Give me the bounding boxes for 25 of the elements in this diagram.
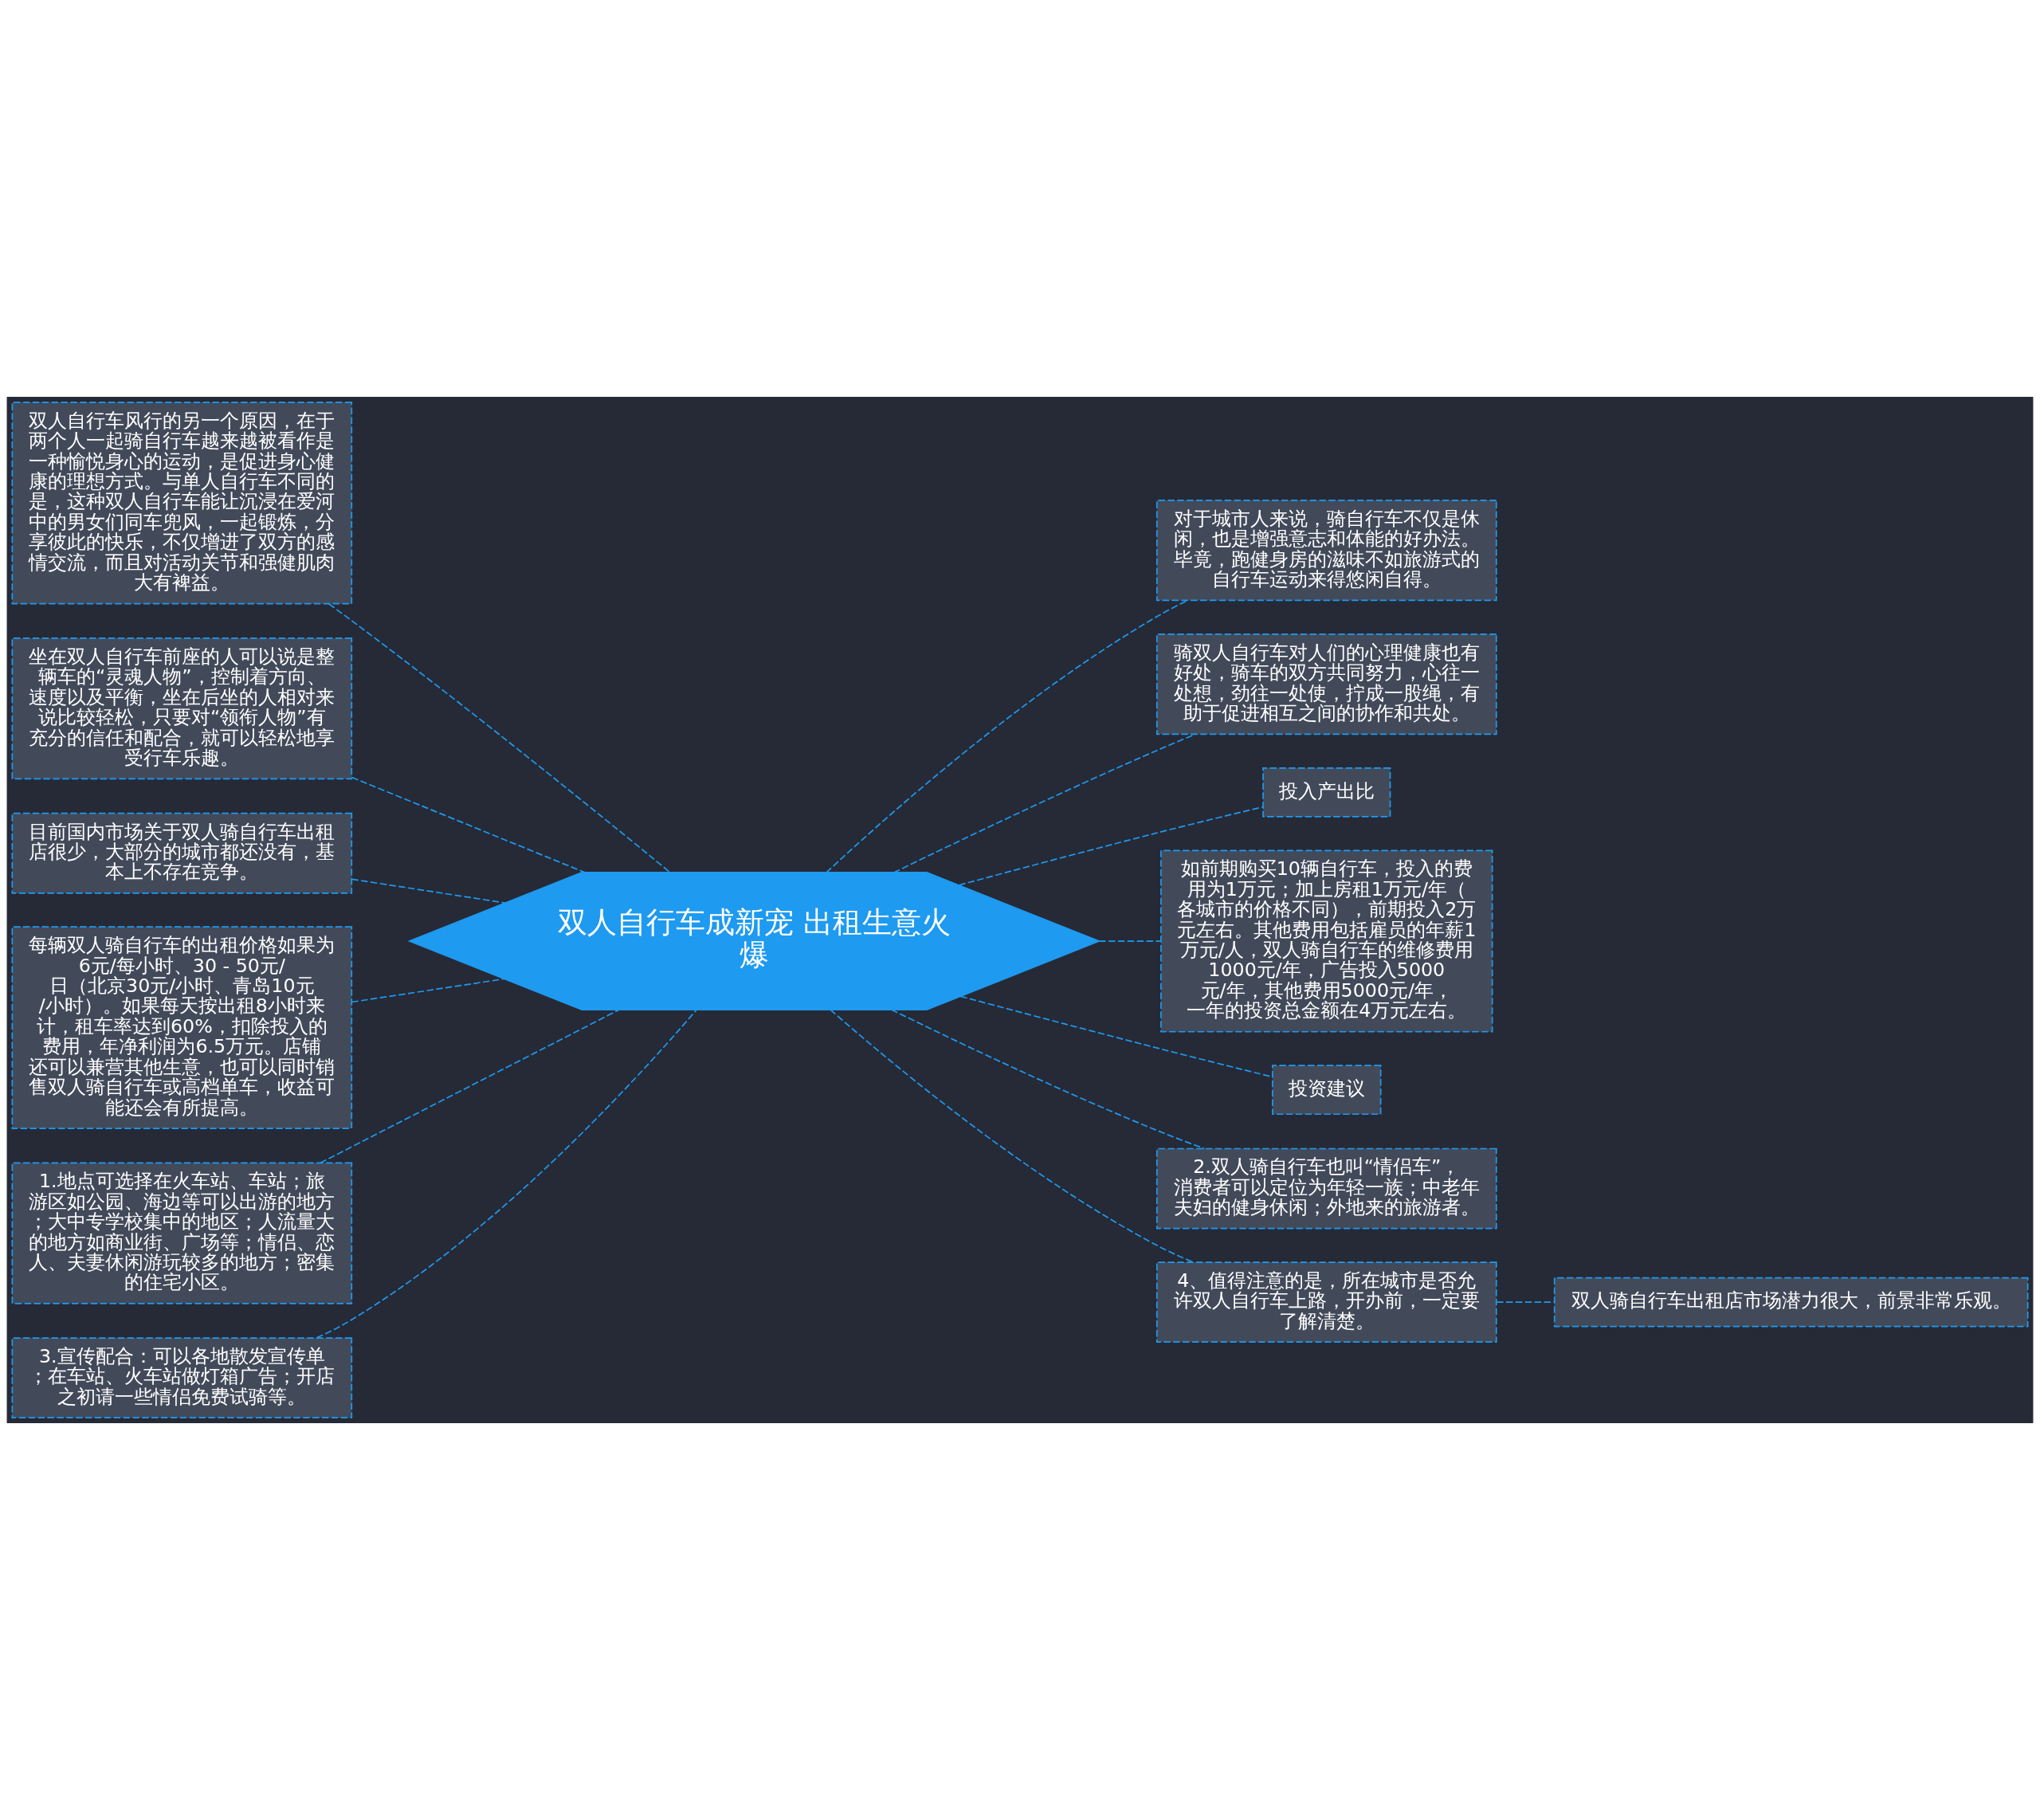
connector <box>890 1009 1205 1150</box>
connector <box>1098 940 1162 942</box>
connector <box>316 1009 697 1339</box>
connector <box>830 1009 1194 1263</box>
connector <box>892 733 1196 873</box>
node-box: 双人骑自行车出租店市场潜力很大，前景非常乐观。 <box>1553 1277 2029 1328</box>
node-box: 1.地点可选择在火车站、车站；旅游区如公园、海边等可以出游的地方；大中专学校集中的地区；人流量大的地方如商业街、广场等；情侣、恋人、夫妻休闲游玩较多的地方；密集的住宅小区。 <box>11 1162 353 1304</box>
connector <box>1496 1301 1556 1303</box>
connector <box>320 1009 621 1164</box>
node-box: 目前国内市场关于双人骑自行车出租店很少，大部分的城市都还没有，基本上不存在竞争。 <box>11 812 353 894</box>
connector <box>351 878 506 904</box>
node-box: 坐在双人自行车前座的人可以说是整辆车的“灵魂人物”，控制着方向、速度以及平衡，坐在后坐的人相对来说比较轻松，只要对“领衔人物”有充分的信任和配合，就可以轻松地享受行车乐趣。 <box>11 637 353 780</box>
node-box: 如前期购买10辆自行车，投入的费用为1万元；加上房租1万元/年（各城市的价格不同），前期投入2万元左右。其他费用包括雇员的年薪1万元/人，双人骑自行车的维修费用1000元/年，广告投入5000元/年，其他费用5000元/年，一年的投资总金额在4万元左右。 <box>1160 849 1493 1033</box>
node-box: 3.宣传配合：可以各地散发宣传单；在车站、火车站做灯箱广告；开店之初请一些情侣免费试骑等。 <box>11 1337 353 1419</box>
node-box: 投入产出比 <box>1262 767 1391 818</box>
node-box: 每辆双人骑自行车的出租价格如果为6元/每小时、30 - 50元/日（北京30元/小时、青岛10元/小时）。如果每天按出租8小时来计，租车率达到60%，扣除投入的费用，年净利润为6.5万元。店铺还可以兼营其他生意，也可以同时销售双人骑自行车或高档单车，收益可能还会有所提高。 <box>11 926 353 1129</box>
node-box: 双人自行车风行的另一个原因，在于两个人一起骑自行车越来越被看作是一种愉悦身心的运动，是促进身心健康的理想方式。与单人自行车不同的是，这种双人自行车能让沉浸在爱河中的男女们同车兜风，一起锻炼，分享彼此的快乐，不仅增进了双方的感情交流，而且对活动关节和强健肌肉大有裨益。 <box>11 401 353 605</box>
connector <box>351 978 505 1003</box>
node-box: 4、值得注意的是，所在城市是否允许双人自行车上路，开办前，一定要了解清楚。 <box>1155 1261 1497 1343</box>
connector <box>351 776 586 873</box>
node-box: 投资建议 <box>1272 1065 1382 1116</box>
node-box: 骑双人自行车对人们的心理健康也有好处，骑车的双方共同努力，心往一处想，劲往一处使，拧成一股绳，有助于促进相互之间的协作和共处。 <box>1155 633 1497 735</box>
node-box: 对于城市人来说，骑自行车不仅是休闲，也是增强意志和体能的好办法。毕竟，跑健身房的滋味不如旅游式的自行车运动来得悠闲自得。 <box>1155 499 1497 602</box>
node-box: 2.双人骑自行车也叫“情侣车”，消费者可以定位为年轻一族；中老年夫妇的健身休闲；外地来的旅游者。 <box>1155 1147 1497 1230</box>
connector <box>958 806 1264 886</box>
